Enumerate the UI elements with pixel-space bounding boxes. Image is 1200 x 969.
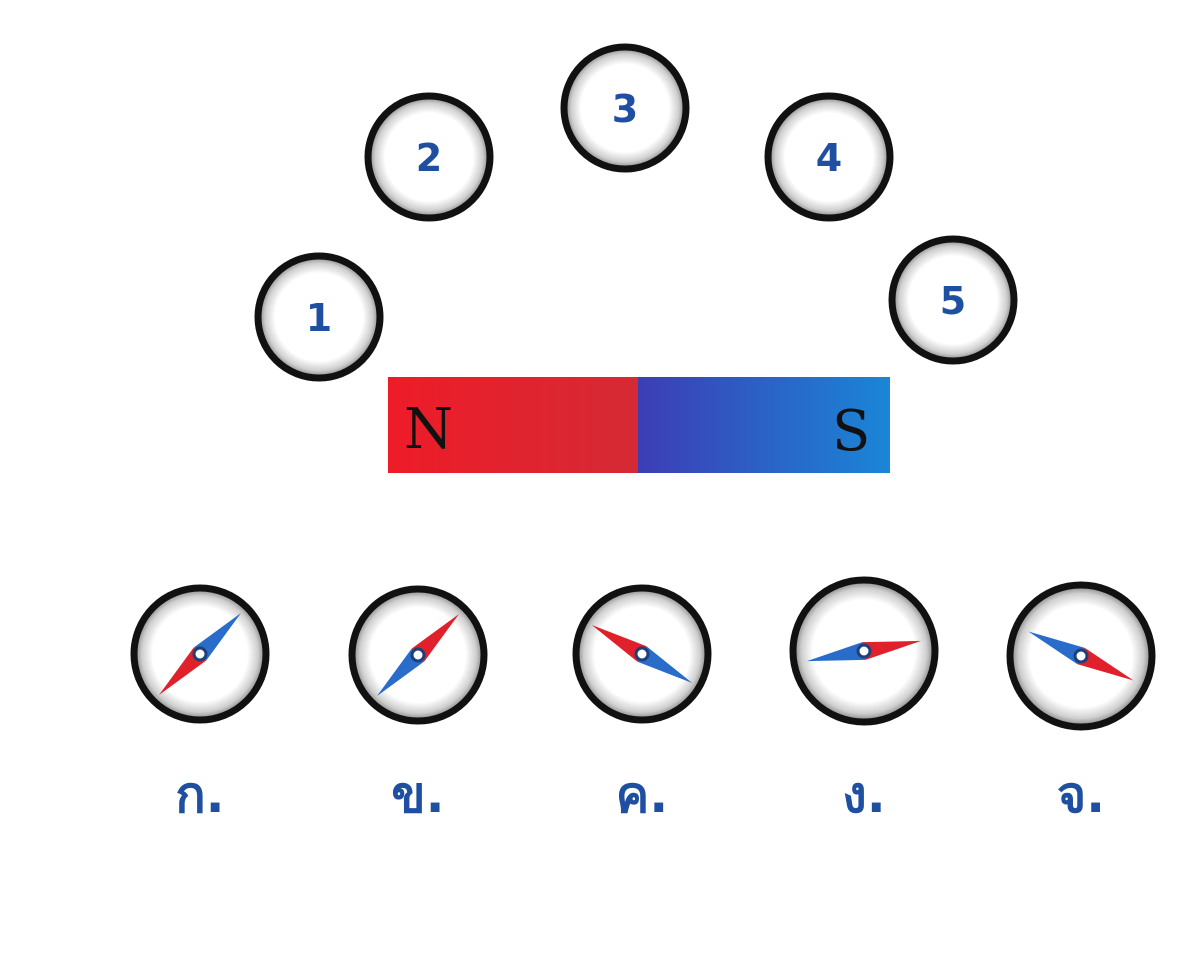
choice-c[interactable]: ค. — [572, 584, 712, 824]
needle-south-end — [1028, 631, 1085, 665]
choice-e[interactable]: จ. — [1006, 581, 1156, 824]
choice-e-label: จ. — [1057, 766, 1105, 824]
magnet-north-half — [388, 377, 639, 473]
position-1-label: 1 — [306, 296, 332, 340]
choice-d-needle — [806, 640, 922, 662]
magnet-south-label: S — [832, 399, 870, 464]
choice-a[interactable]: ก. — [130, 584, 270, 824]
needle-south-end — [193, 612, 242, 661]
needle-south-end — [376, 648, 425, 697]
choice-c-needle — [591, 625, 693, 683]
needle-pivot — [410, 647, 426, 663]
position-4-label: 4 — [816, 136, 842, 180]
needle-north-end — [862, 640, 922, 660]
position-5-label: 5 — [940, 279, 966, 323]
choice-a-needle — [158, 612, 242, 696]
needle-south-end — [806, 642, 866, 662]
position-2-label: 2 — [416, 136, 442, 180]
needle-north-end — [591, 625, 647, 662]
needle-pivot — [634, 646, 650, 662]
position-3-label: 3 — [612, 87, 638, 131]
needle-pivot — [856, 643, 872, 659]
needle-pivot — [192, 646, 208, 662]
bar-magnet: N S — [388, 377, 890, 473]
choice-c-label: ค. — [616, 766, 668, 824]
choice-b-label: ข. — [391, 766, 444, 824]
needle-north-end — [411, 613, 460, 662]
position-3: 3 — [560, 43, 690, 173]
needle-north-end — [158, 647, 207, 696]
choice-d[interactable]: ง. — [789, 576, 939, 824]
needle-pivot — [1073, 648, 1089, 664]
choice-b[interactable]: ข. — [348, 585, 488, 824]
position-2: 2 — [364, 92, 494, 222]
choice-e-needle — [1028, 631, 1134, 681]
choice-b-needle — [376, 613, 460, 697]
choice-a-label: ก. — [175, 766, 224, 824]
magnet-north-label: N — [404, 397, 453, 462]
magnet-south-half — [638, 377, 890, 473]
position-4: 4 — [764, 92, 894, 222]
position-1: 1 — [254, 252, 384, 382]
choice-d-label: ง. — [842, 766, 885, 824]
needle-north-end — [1077, 647, 1134, 681]
needle-south-end — [637, 646, 693, 683]
position-5: 5 — [888, 235, 1018, 365]
